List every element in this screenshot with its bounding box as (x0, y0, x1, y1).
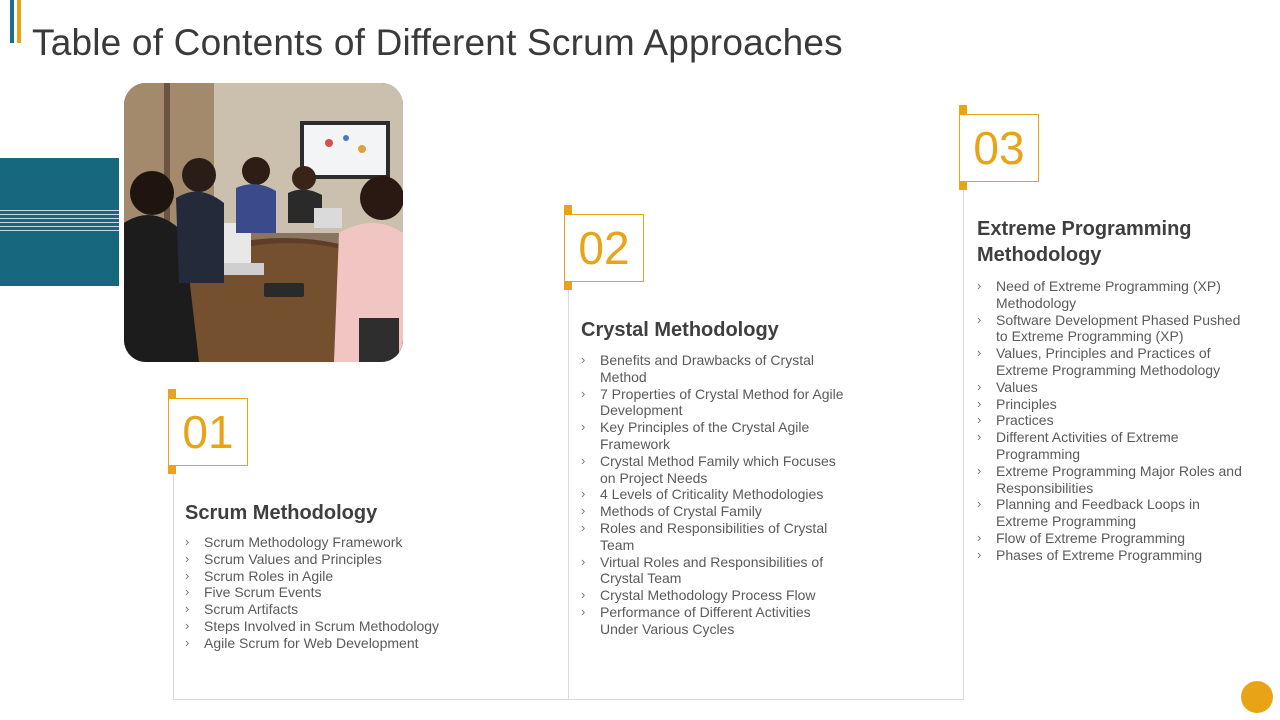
list-item: Scrum Methodology Framework (185, 534, 555, 551)
list-item: 4 Levels of Criticality Methodologies (581, 486, 849, 503)
section-3-list: Need of Extreme Programming (XP) Methodo… (977, 278, 1247, 564)
list-item: Values (977, 379, 1247, 396)
list-item: Virtual Roles and Responsibilities of Cr… (581, 554, 849, 588)
list-item: Extreme Programming Major Roles and Resp… (977, 463, 1247, 497)
list-item: Software Development Phased Pushed to Ex… (977, 312, 1247, 346)
list-item: Agile Scrum for Web Development (185, 635, 555, 652)
section-2-title: Crystal Methodology (581, 319, 779, 341)
list-item: Five Scrum Events (185, 584, 555, 601)
list-item: Values, Principles and Practices of Extr… (977, 345, 1247, 379)
section-1-number: 01 (168, 398, 248, 466)
title-accent-bar-blue (10, 0, 14, 43)
list-item: Benefits and Drawbacks of Crystal Method (581, 352, 849, 386)
list-item: Steps Involved in Scrum Methodology (185, 618, 555, 635)
decorative-stripes (0, 210, 119, 234)
section-2-number: 02 (564, 214, 644, 282)
list-item: Phases of Extreme Programming (977, 547, 1247, 564)
decorative-orange-dot (1241, 681, 1273, 713)
title-accent-bar-orange (17, 0, 21, 43)
column-2-left-border (568, 290, 569, 700)
list-item: Crystal Method Family which Focuses on P… (581, 453, 849, 487)
list-item: 7 Properties of Crystal Method for Agile… (581, 386, 849, 420)
list-item: Flow of Extreme Programming (977, 530, 1247, 547)
list-item: Principles (977, 396, 1247, 413)
section-3-number: 03 (959, 114, 1039, 182)
list-item: Key Principles of the Crystal Agile Fram… (581, 419, 849, 453)
list-item: Need of Extreme Programming (XP) Methodo… (977, 278, 1247, 312)
page-title: Table of Contents of Different Scrum App… (32, 22, 843, 63)
list-item: Different Activities of Extreme Programm… (977, 429, 1247, 463)
list-item: Crystal Methodology Process Flow (581, 587, 849, 604)
list-item: Methods of Crystal Family (581, 503, 849, 520)
section-1-title: Scrum Methodology (185, 502, 378, 524)
list-item: Performance of Different Activities Unde… (581, 604, 849, 638)
frame-bottom-border (173, 699, 964, 700)
list-item: Scrum Values and Principles (185, 551, 555, 568)
meeting-photo (124, 83, 403, 362)
list-item: Roles and Responsibilities of Crystal Te… (581, 520, 849, 554)
list-item: Scrum Roles in Agile (185, 568, 555, 585)
column-3-left-border (963, 190, 964, 700)
section-1-list: Scrum Methodology Framework Scrum Values… (185, 534, 555, 652)
column-1-left-border (173, 474, 174, 700)
section-2-list: Benefits and Drawbacks of Crystal Method… (581, 352, 849, 638)
section-3-title: Extreme Programming Methodology (977, 218, 1192, 266)
list-item: Practices (977, 412, 1247, 429)
list-item: Scrum Artifacts (185, 601, 555, 618)
list-item: Planning and Feedback Loops in Extreme P… (977, 496, 1247, 530)
decorative-teal-block (0, 158, 119, 286)
